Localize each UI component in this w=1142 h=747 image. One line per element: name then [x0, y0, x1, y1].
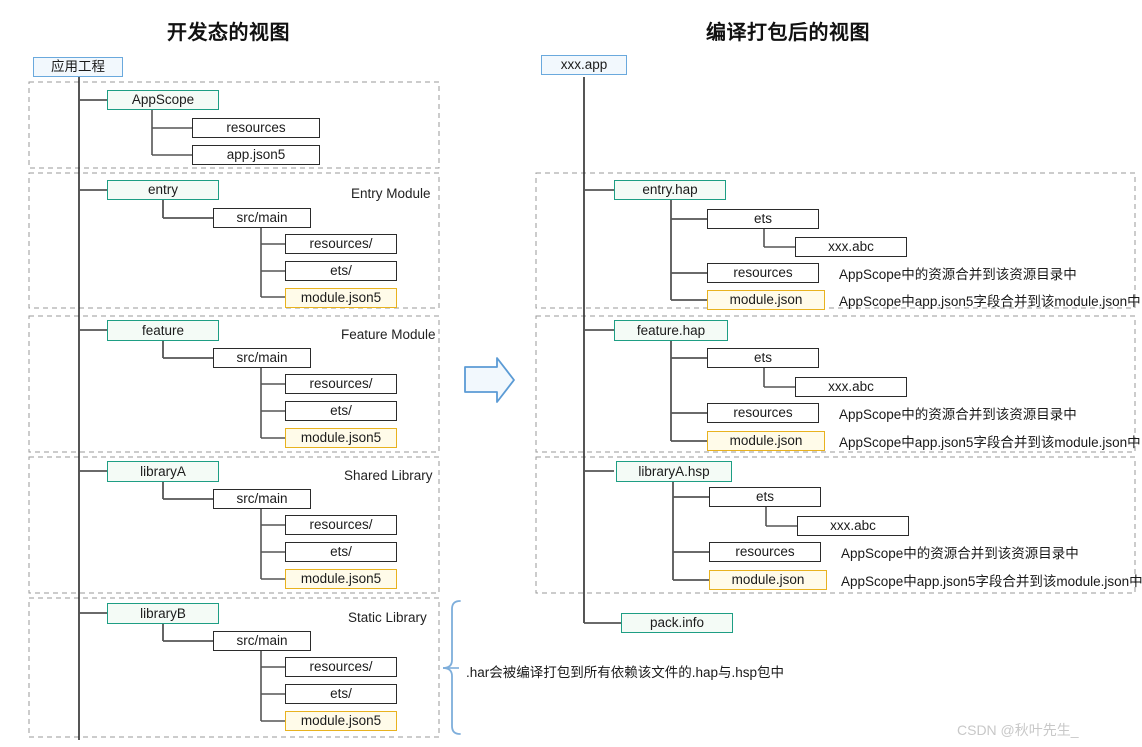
- node-feature-ets[interactable]: ets/: [285, 401, 397, 421]
- panel-outline-librarya: [28, 456, 440, 594]
- node-feature-resources[interactable]: resources/: [285, 374, 397, 394]
- node-librarya-resources[interactable]: resources/: [285, 515, 397, 535]
- panel-outline-entry: [28, 172, 440, 309]
- node-libraryb[interactable]: libraryB: [107, 603, 219, 624]
- node-entryhap-resources[interactable]: resources: [707, 263, 819, 283]
- node-librarya[interactable]: libraryA: [107, 461, 219, 482]
- left-title: 开发态的视图: [167, 22, 290, 44]
- node-app-json5[interactable]: app.json5: [192, 145, 320, 165]
- transform-arrow-icon: [464, 357, 515, 403]
- panel-outline-feature: [28, 315, 440, 453]
- node-appscope-resources[interactable]: resources: [192, 118, 320, 138]
- label-static-library: Static Library: [348, 610, 427, 625]
- node-featurehap-modulejson[interactable]: module.json: [707, 431, 825, 451]
- note-libraryahsp-modulejson: AppScope中app.json5字段合并到该module.json中: [841, 574, 1142, 589]
- note-featurehap-modulejson: AppScope中app.json5字段合并到该module.json中: [839, 435, 1141, 450]
- node-entry[interactable]: entry: [107, 180, 219, 200]
- node-pack-info[interactable]: pack.info: [621, 613, 733, 633]
- node-entryhap-xxxabc[interactable]: xxx.abc: [795, 237, 907, 257]
- node-feature[interactable]: feature: [107, 320, 219, 341]
- node-featurehap-xxxabc[interactable]: xxx.abc: [795, 377, 907, 397]
- node-feature-modulejson5[interactable]: module.json5: [285, 428, 397, 448]
- node-entry-resources[interactable]: resources/: [285, 234, 397, 254]
- node-entry-ets[interactable]: ets/: [285, 261, 397, 281]
- node-librarya-ets[interactable]: ets/: [285, 542, 397, 562]
- panel-outline-librarya-hsp: [535, 456, 1136, 594]
- label-shared-library: Shared Library: [344, 468, 433, 483]
- note-har-packaging: .har会被编译打包到所有依赖该文件的.hap与.hsp包中: [466, 665, 785, 680]
- node-libraryahsp-resources[interactable]: resources: [709, 542, 821, 562]
- node-libraryahsp-xxxabc[interactable]: xxx.abc: [797, 516, 909, 536]
- node-libraryb-srcmain[interactable]: src/main: [213, 631, 311, 651]
- node-featurehap-ets[interactable]: ets: [707, 348, 819, 368]
- node-librarya-hsp[interactable]: libraryA.hsp: [616, 461, 732, 482]
- node-libraryb-resources[interactable]: resources/: [285, 657, 397, 677]
- note-featurehap-resources: AppScope中的资源合并到该资源目录中: [839, 407, 1077, 422]
- node-entry-modulejson5[interactable]: module.json5: [285, 288, 397, 308]
- right-title: 编译打包后的视图: [706, 22, 870, 44]
- node-app-project[interactable]: 应用工程: [33, 57, 123, 77]
- node-libraryahsp-ets[interactable]: ets: [709, 487, 821, 507]
- note-entryhap-modulejson: AppScope中app.json5字段合并到该module.json中: [839, 294, 1141, 309]
- node-libraryb-modulejson5[interactable]: module.json5: [285, 711, 397, 731]
- node-entry-hap[interactable]: entry.hap: [614, 180, 726, 200]
- node-entry-srcmain[interactable]: src/main: [213, 208, 311, 228]
- panel-outline-feature-hap: [535, 315, 1136, 453]
- note-libraryahsp-resources: AppScope中的资源合并到该资源目录中: [841, 546, 1079, 561]
- node-librarya-modulejson5[interactable]: module.json5: [285, 569, 397, 589]
- node-feature-hap[interactable]: feature.hap: [614, 320, 728, 341]
- note-entryhap-resources: AppScope中的资源合并到该资源目录中: [839, 267, 1077, 282]
- node-feature-srcmain[interactable]: src/main: [213, 348, 311, 368]
- node-xxx-app[interactable]: xxx.app: [541, 55, 627, 75]
- panel-outline-appscope: [28, 81, 440, 169]
- panel-outline-libraryb: [28, 597, 440, 738]
- node-librarya-srcmain[interactable]: src/main: [213, 489, 311, 509]
- node-appscope[interactable]: AppScope: [107, 90, 219, 110]
- node-entryhap-modulejson[interactable]: module.json: [707, 290, 825, 310]
- panel-outline-entry-hap: [535, 172, 1136, 309]
- label-feature-module: Feature Module: [341, 327, 436, 342]
- node-libraryahsp-modulejson[interactable]: module.json: [709, 570, 827, 590]
- label-entry-module: Entry Module: [351, 186, 431, 201]
- node-featurehap-resources[interactable]: resources: [707, 403, 819, 423]
- node-libraryb-ets[interactable]: ets/: [285, 684, 397, 704]
- watermark: CSDN @秋叶先生_: [957, 722, 1079, 738]
- node-entryhap-ets[interactable]: ets: [707, 209, 819, 229]
